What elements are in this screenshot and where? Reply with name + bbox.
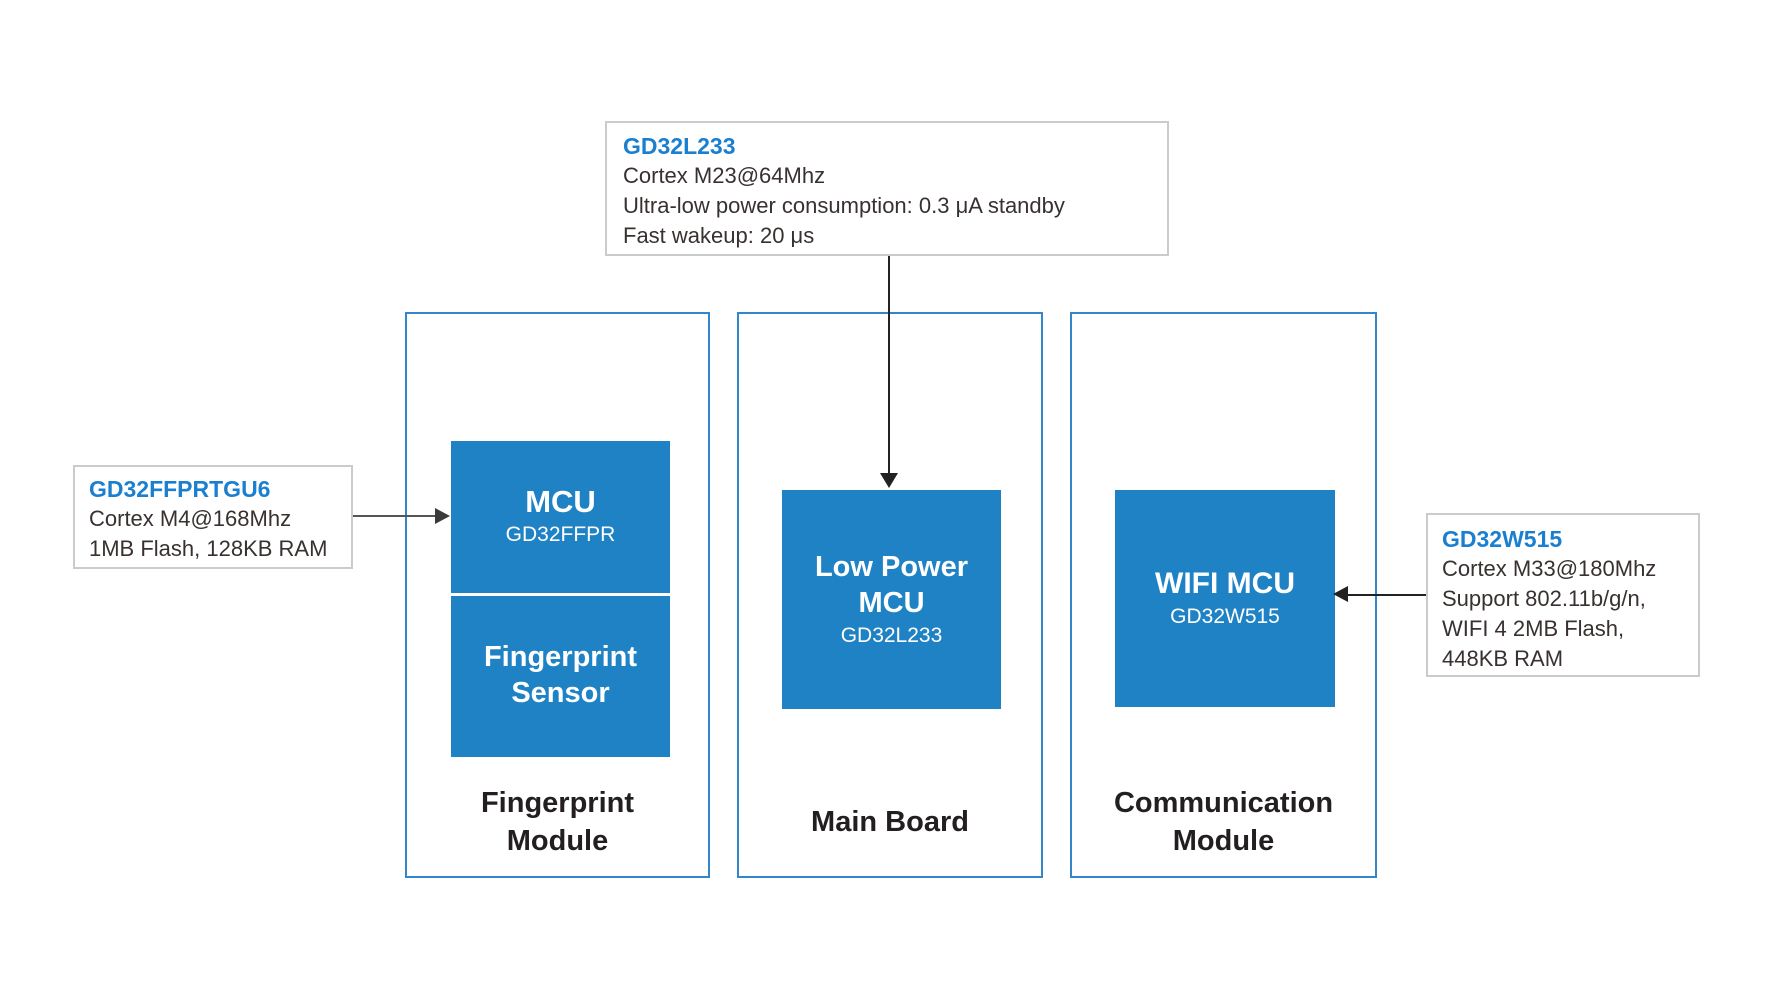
fingerprint-module-label: Fingerprint Module — [407, 782, 708, 862]
mcu-title: MCU — [525, 484, 596, 519]
callout-gd32ffprtgu6-line: Cortex M4@168Mhz — [89, 506, 292, 531]
communication-module-box: WIFI MCU GD32W515 Communication Module — [1070, 312, 1377, 878]
fingerprint-module-box: MCU GD32FFPR Fingerprint Sensor Fingerpr… — [405, 312, 710, 878]
communication-module-label-line1: Communication — [1113, 787, 1334, 819]
chip-name-gd32ffprtgu6: GD32FFPRTGU6 — [89, 476, 271, 502]
communication-module-label-line2: Module — [1172, 825, 1275, 857]
fingerprint-mcu-section: MCU GD32FFPR — [451, 441, 670, 596]
arrowhead-right-icon — [435, 508, 450, 524]
chip-name-gd32w515: GD32W515 — [1442, 526, 1563, 552]
callout-gd32l233-line: Cortex M23@64Mhz — [623, 163, 826, 188]
low-power-mcu-part-number: GD32L233 — [840, 623, 943, 647]
callout-gd32w515-line: Support 802.11b/g/n, — [1442, 586, 1646, 611]
callout-gd32ffprtgu6: GD32FFPRTGU6 Cortex M4@168Mhz 1MB Flash,… — [73, 465, 353, 569]
fingerprint-mcu-sensor-block: MCU GD32FFPR Fingerprint Sensor — [451, 441, 670, 757]
mcu-part-number: GD32FFPR — [505, 523, 616, 546]
fingerprint-module-label-line2: Module — [506, 825, 609, 857]
callout-gd32l233-line: Fast wakeup: 20 μs — [623, 223, 815, 248]
low-power-mcu-line1: Low Power — [814, 550, 969, 583]
callout-gd32w515: GD32W515 Cortex M33@180Mhz Support 802.1… — [1426, 513, 1700, 677]
sensor-title-line2: Sensor — [511, 677, 610, 709]
callout-gd32w515-line: WIFI 4 2MB Flash, — [1442, 616, 1625, 641]
arrow-shaft — [1348, 594, 1426, 596]
main-board-label: Main Board — [739, 782, 1041, 862]
wifi-mcu-part-number: GD32W515 — [1170, 604, 1280, 628]
main-board-label-line: Main Board — [811, 806, 969, 838]
wifi-mcu-title: WIFI MCU — [1155, 566, 1295, 600]
callout-gd32l233-line: Ultra-low power consumption: 0.3 μA stan… — [623, 193, 1065, 218]
arrow-shaft — [353, 515, 435, 517]
callout-gd32w515-line: 448KB RAM — [1442, 646, 1564, 671]
fingerprint-module-label-line1: Fingerprint — [480, 787, 635, 819]
wifi-mcu-block: WIFI MCU GD32W515 — [1115, 490, 1335, 707]
communication-module-label: Communication Module — [1072, 782, 1375, 862]
chip-name-gd32l233: GD32L233 — [623, 133, 736, 159]
callout-gd32ffprtgu6-line: 1MB Flash, 128KB RAM — [89, 536, 328, 561]
low-power-mcu-line2: MCU — [858, 586, 925, 619]
callout-gd32l233: GD32L233 Cortex M23@64Mhz Ultra-low powe… — [605, 121, 1169, 256]
sensor-title-line1: Fingerprint — [483, 641, 638, 673]
fingerprint-sensor-section: Fingerprint Sensor — [451, 596, 670, 754]
low-power-mcu-block: Low Power MCU GD32L233 — [782, 490, 1001, 709]
arrowhead-down-icon — [880, 473, 898, 488]
main-board-box: Low Power MCU GD32L233 Main Board — [737, 312, 1043, 878]
arrow-shaft — [888, 256, 890, 474]
callout-gd32w515-line: Cortex M33@180Mhz — [1442, 556, 1657, 581]
arrowhead-left-icon — [1333, 586, 1348, 602]
